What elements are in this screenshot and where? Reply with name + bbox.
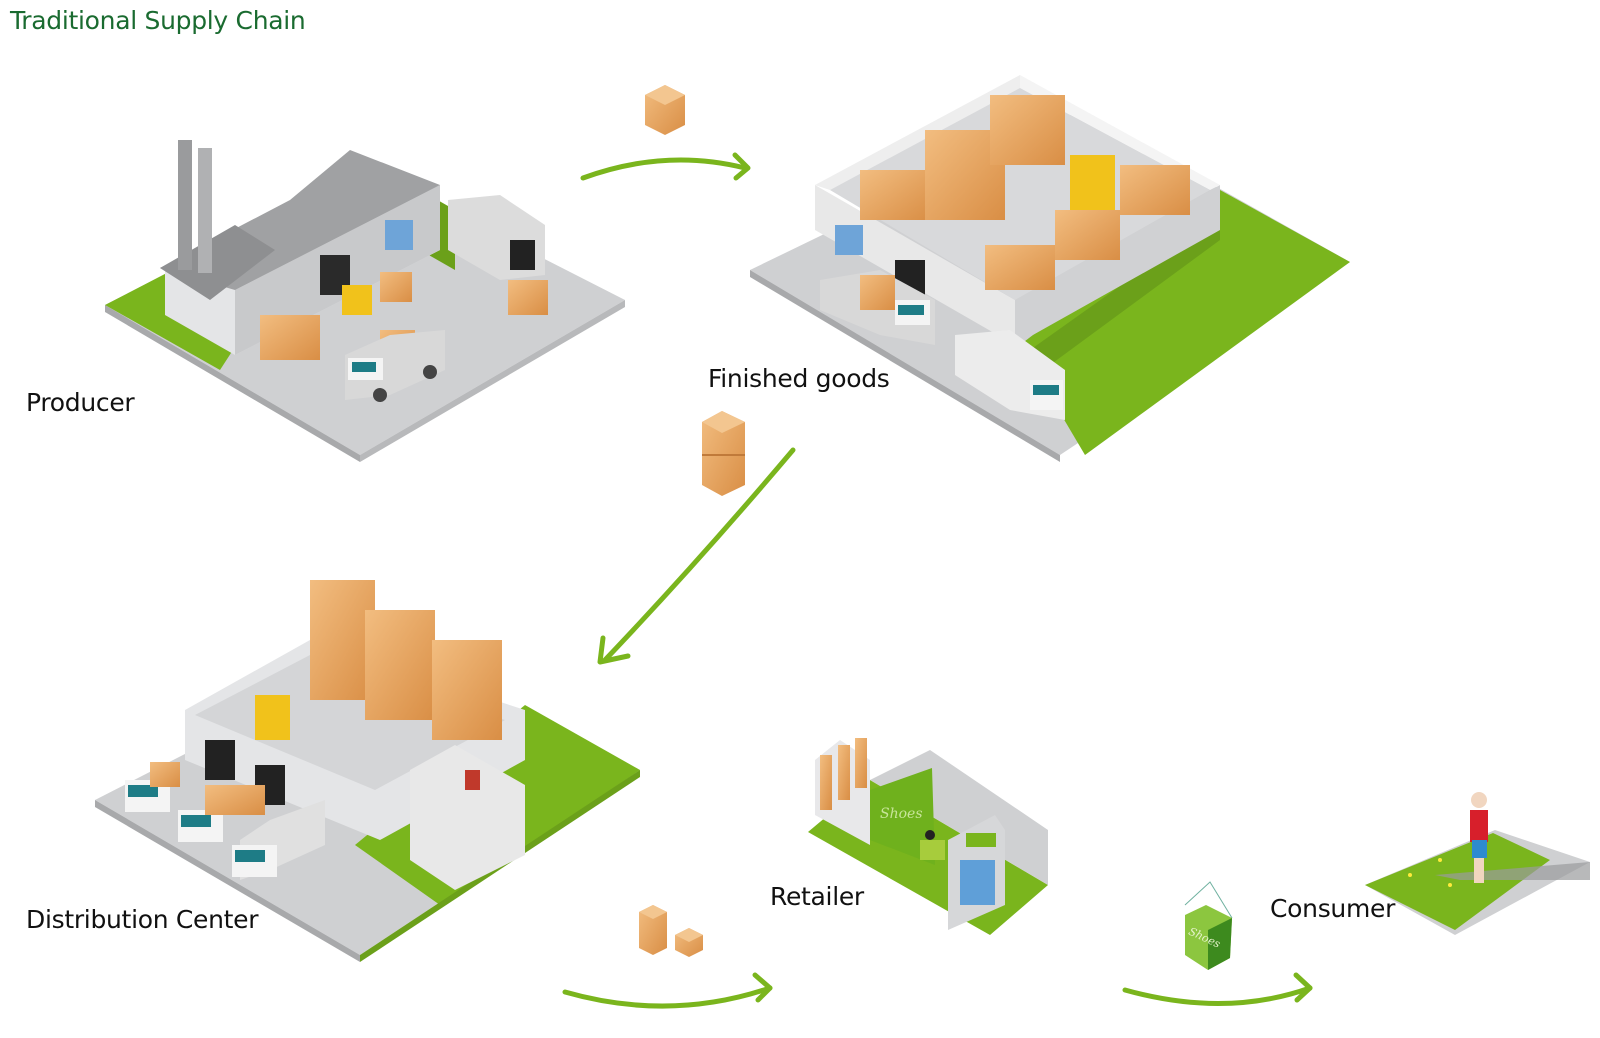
arrow-retailer-to-consumer: [1122, 972, 1313, 1006]
forklift-icon: [255, 695, 290, 740]
truck-icon: [125, 762, 180, 812]
truck-icon: [955, 330, 1065, 420]
stage-label-retailer: Retailer: [770, 882, 864, 911]
distribution-center-illustration: [95, 580, 640, 962]
forklift-icon: [1070, 155, 1115, 210]
arrow-finished-goods-to-distribution: [597, 447, 796, 665]
cartons-cargo-icon: [639, 905, 703, 957]
person-icon: [465, 770, 480, 790]
pallet-cargo-icon: [645, 85, 685, 135]
arrow-distribution-to-retailer: [562, 972, 773, 1009]
truck-icon: [178, 785, 265, 842]
truck-icon: [345, 330, 445, 402]
person-icon: [925, 830, 935, 840]
rack-pallets: [860, 170, 930, 220]
finished-goods-illustration: [750, 75, 1350, 462]
stage-label-finished-goods: Finished goods: [708, 364, 890, 393]
stage-label-distribution-center: Distribution Center: [26, 905, 259, 934]
truck-icon: [232, 800, 325, 880]
forklift-icon: [342, 285, 372, 315]
diagram-title: Traditional Supply Chain: [10, 6, 306, 35]
truck-icon: [820, 270, 935, 345]
store-entrance-icon: [960, 860, 995, 905]
consumer-illustration: [1365, 792, 1590, 935]
retailer-illustration: Shoes: [808, 738, 1048, 935]
shopping-bag-icon: Shoes: [1184, 881, 1233, 970]
stage-label-consumer: Consumer: [1270, 894, 1396, 923]
store-sign-text: Shoes: [880, 806, 923, 822]
arrow-producer-to-finished-goods: [580, 152, 751, 181]
chimney-icon: [178, 140, 192, 270]
rack-pallets: [310, 580, 375, 700]
pallet-boxes-icon: [260, 315, 320, 360]
stage-label-producer: Producer: [26, 388, 135, 417]
person-icon: [1470, 792, 1488, 883]
producer-illustration: [105, 140, 625, 462]
stacked-pallets-cargo-icon: [702, 411, 745, 496]
